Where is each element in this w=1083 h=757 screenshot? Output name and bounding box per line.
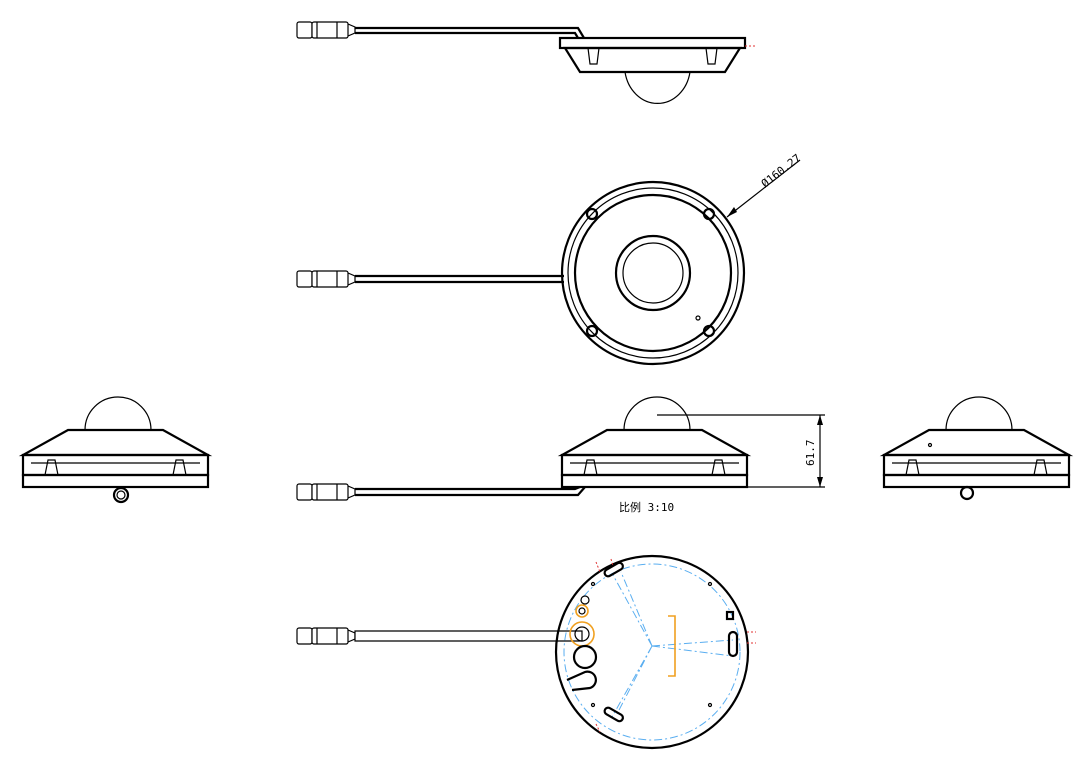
connector	[296, 483, 356, 501]
dome	[624, 71, 691, 104]
side-elevation-views: 61.7 比例 3:10	[21, 395, 1071, 514]
mounting-slot	[603, 561, 624, 578]
connector	[296, 270, 356, 288]
screw-icon	[585, 207, 716, 338]
cable	[355, 274, 564, 284]
right-side-view	[882, 395, 1071, 489]
connector	[296, 21, 356, 39]
mounting-slot	[603, 706, 624, 723]
height-dimension: 61.7	[804, 440, 817, 467]
front-side-view	[560, 395, 749, 489]
lens	[614, 234, 692, 312]
top-elevation-view	[296, 21, 756, 104]
cable	[355, 26, 585, 39]
bottom-view	[296, 554, 756, 750]
left-side-view	[21, 395, 210, 489]
plan-view: Ø160.27	[296, 152, 804, 366]
connector	[296, 627, 356, 645]
cable	[355, 485, 586, 497]
mounting-slot	[727, 630, 739, 658]
cable	[354, 630, 583, 642]
diameter-dimension: Ø160.27	[759, 152, 804, 191]
scale-label: 比例 3:10	[619, 500, 674, 514]
